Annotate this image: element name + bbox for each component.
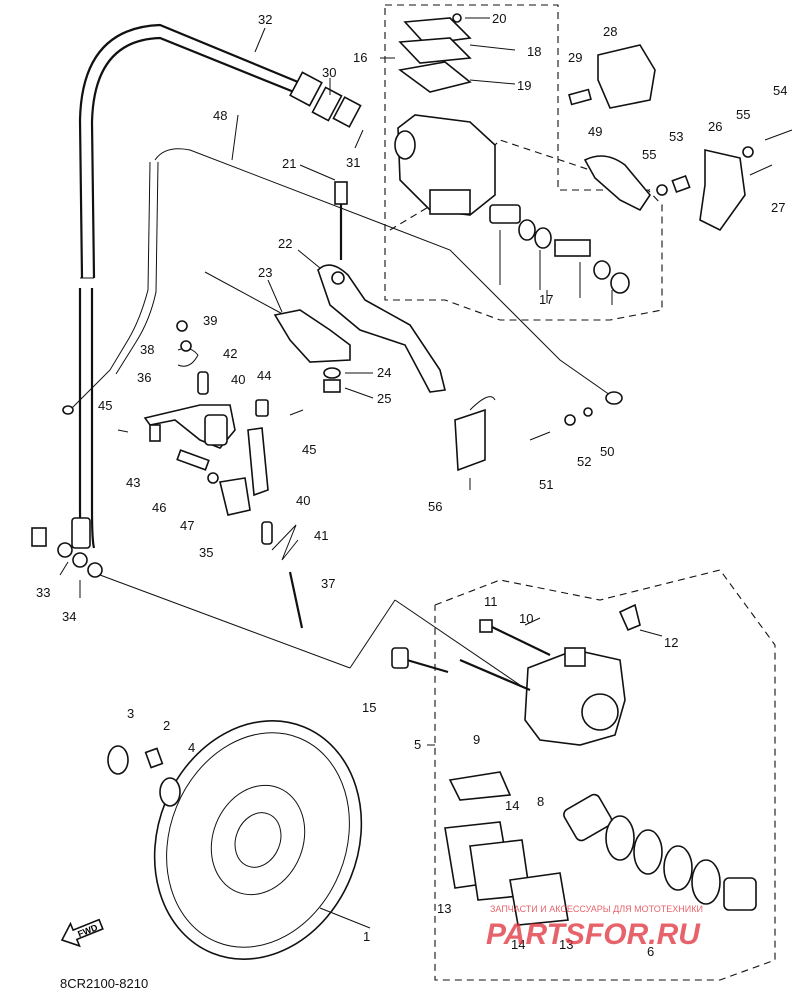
watermark: ЗАПЧАСТИ И АКСЕССУАРЫ ДЛЯ МОТОТЕХНИКИ PA…	[486, 904, 703, 951]
banjo-bolt	[31, 527, 103, 578]
diagram-code: 8CR2100-8210	[60, 976, 148, 991]
callout-label-39: 39	[203, 313, 217, 328]
callout-label-53: 53	[669, 129, 683, 144]
callout-label-4: 4	[188, 740, 195, 755]
callout-label-14b: 14	[511, 937, 525, 952]
callout-label-3: 3	[127, 706, 134, 721]
callout-label-33: 33	[36, 585, 50, 600]
brake-rod	[62, 148, 623, 415]
callout-label-40b: 40	[296, 493, 310, 508]
callout-label-12: 12	[664, 635, 678, 650]
brake-hose	[71, 23, 362, 549]
callout-label-1: 1	[363, 929, 370, 944]
callout-label-38: 38	[140, 342, 154, 357]
callout-label-32: 32	[258, 12, 272, 27]
switch-lever-assembly	[117, 320, 304, 516]
callout-label-54: 54	[773, 83, 787, 98]
callout-label-23: 23	[258, 265, 272, 280]
leader-lines	[59, 17, 663, 929]
callout-label-18: 18	[527, 44, 541, 59]
master-cylinder	[394, 13, 630, 305]
callout-label-28: 28	[603, 24, 617, 39]
small-parts	[454, 396, 593, 472]
callout-label-17: 17	[539, 292, 553, 307]
callout-label-30: 30	[322, 65, 336, 80]
callout-label-26: 26	[708, 119, 722, 134]
callout-label-37: 37	[321, 576, 335, 591]
callout-label-6: 6	[647, 944, 654, 959]
callout-label-36: 36	[137, 370, 151, 385]
spring-rod	[261, 521, 304, 629]
callout-label-2: 2	[163, 718, 170, 733]
callout-label-55b: 55	[642, 147, 656, 162]
callout-label-35: 35	[199, 545, 213, 560]
callout-labels: 1 2 3 4 5 6 8 9 10 11 12 13 13 14 14 15 …	[36, 11, 787, 959]
callout-label-14a: 14	[505, 798, 519, 813]
callout-label-20: 20	[492, 11, 506, 26]
brake-pedal	[204, 181, 446, 393]
callout-label-15: 15	[362, 700, 376, 715]
callout-label-21: 21	[282, 156, 296, 171]
callout-label-31: 31	[346, 155, 360, 170]
callout-label-50: 50	[600, 444, 614, 459]
callout-label-16: 16	[353, 50, 367, 65]
watermark-tagline: ЗАПЧАСТИ И АКСЕССУАРЫ ДЛЯ МОТОТЕХНИКИ	[490, 904, 703, 914]
callout-label-48: 48	[213, 108, 227, 123]
callout-label-51: 51	[539, 477, 553, 492]
callout-label-13a: 13	[437, 901, 451, 916]
callout-label-5: 5	[414, 737, 421, 752]
callout-label-29: 29	[568, 50, 582, 65]
callout-label-27: 27	[771, 200, 785, 215]
callout-label-24: 24	[377, 365, 391, 380]
watermark-logo: PARTSFOR.RU	[486, 918, 701, 951]
switch-bracket	[568, 44, 793, 232]
callout-label-45b: 45	[302, 442, 316, 457]
callout-label-9: 9	[473, 732, 480, 747]
callout-label-34: 34	[62, 609, 76, 624]
callout-label-22: 22	[278, 236, 292, 251]
callout-label-49: 49	[588, 124, 602, 139]
callout-label-13b: 13	[559, 937, 573, 952]
callout-label-40a: 40	[231, 372, 245, 387]
callout-label-11: 11	[484, 594, 498, 609]
callout-label-25: 25	[377, 391, 391, 406]
callout-label-44: 44	[257, 368, 271, 383]
fwd-label: FWD	[76, 922, 99, 939]
callout-label-45a: 45	[98, 398, 112, 413]
callout-label-42: 42	[223, 346, 237, 361]
callout-label-55a: 55	[736, 107, 750, 122]
callout-label-43: 43	[126, 475, 140, 490]
callout-label-8: 8	[537, 794, 544, 809]
callout-label-10: 10	[519, 611, 533, 626]
brake-caliper	[391, 603, 757, 926]
brake-disc	[107, 720, 363, 960]
fwd-arrow: FWD	[60, 918, 104, 948]
callout-label-46: 46	[152, 500, 166, 515]
callout-label-19: 19	[517, 78, 531, 93]
callout-label-56: 56	[428, 499, 442, 514]
callout-label-41: 41	[314, 528, 328, 543]
callout-label-47: 47	[180, 518, 194, 533]
callout-label-52: 52	[577, 454, 591, 469]
